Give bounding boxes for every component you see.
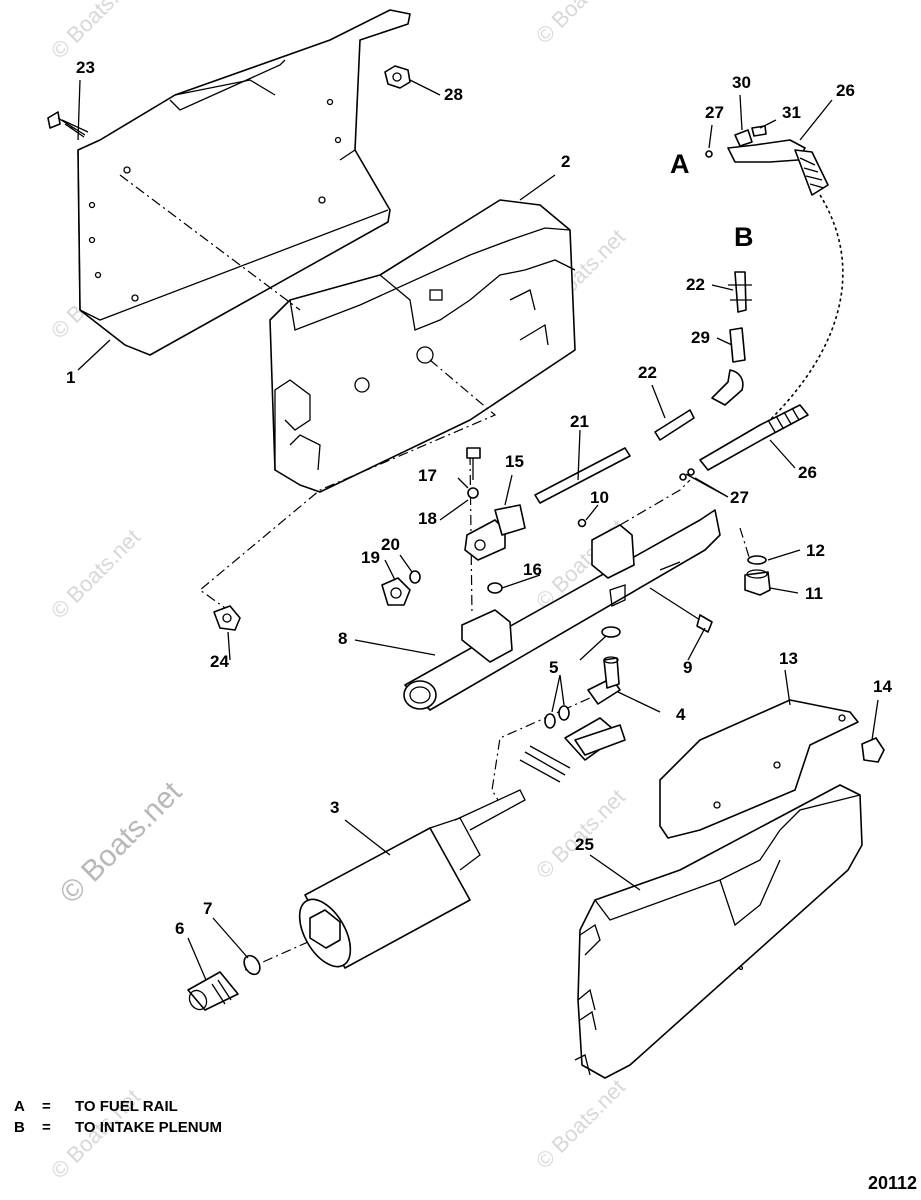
figure-code: 20112 [867,1173,917,1193]
o-ring-part-5-lower-a [544,713,556,729]
callout-21: 21 [570,412,589,431]
legend-key: B [14,1119,25,1136]
callout-13: 13 [779,649,798,668]
callout-29: 29 [691,328,710,347]
callout-18: 18 [418,509,437,528]
callout-19: 19 [361,548,380,567]
callout-27b: 27 [730,488,749,507]
watermark-large: © Boats.net [54,775,189,910]
screw-part-24 [213,605,241,631]
callout-12: 12 [806,541,825,560]
callout-22b: 22 [638,363,657,382]
housing-part-2 [269,199,576,493]
legend-equals: = [42,1098,51,1115]
bolt-part-17 [466,447,481,480]
hose-part-29 [711,327,746,406]
callout-10: 10 [590,488,609,507]
leader-lines [77,79,879,981]
tube-part-21 [534,447,631,504]
legend-equals: = [42,1119,51,1136]
fitting-part-22-lower [654,409,695,441]
nut-part-19 [381,577,411,606]
watermark: © Boats.net [46,524,145,623]
callout-5: 5 [549,658,558,677]
callout-1: 1 [66,368,75,387]
callout-25: 25 [575,835,594,854]
o-ring-part-12 [747,555,767,565]
fitting-part-6 [187,971,239,1011]
callout-30: 30 [732,73,751,92]
washer-part-7 [243,954,261,976]
o-ring-part-5-upper [601,626,621,638]
bleed-valve-part-9 [649,587,713,633]
plug-part-10 [577,518,587,528]
screw-part-31 [751,125,767,137]
callout-11: 11 [805,584,823,603]
elbow-fitting-part-4 [587,656,621,705]
callout-23: 23 [76,58,95,77]
screw-part-23 [47,111,89,138]
washer-part-20 [409,570,421,584]
fuel-rail-part-8 [403,509,721,711]
callout-22a: 22 [686,275,705,294]
legend-text: TO INTAKE PLENUM [75,1119,222,1136]
regulator-part-15 [464,504,526,561]
callout-28: 28 [444,85,463,104]
watermark: © Boats.net [531,1074,630,1173]
watermark: © Boats.net [46,0,145,64]
callout-3: 3 [330,798,339,817]
o-ring-part-5-lower-b [558,705,570,721]
callout-14: 14 [873,677,892,696]
fitting-part-22-upper [728,271,752,313]
callout-7: 7 [203,899,212,918]
bracket-part-1 [77,9,411,356]
callout-24: 24 [210,652,229,671]
callout-20: 20 [381,535,400,554]
legend-text: TO FUEL RAIL [75,1098,178,1115]
clip-part-30 [734,129,753,147]
callout-17: 17 [418,466,437,485]
legend-row-b: B = TO INTAKE PLENUM [14,1117,222,1138]
callout-labels: 23 28 1 2 27 30 31 26 A B 22 29 22 21 26… [66,58,892,938]
watermark: © Boats.net [531,0,630,49]
fuel-pump-part-3 [298,717,626,969]
legend: A = TO FUEL RAIL B = TO INTAKE PLENUM [14,1096,222,1138]
hose-fitting-part-26-lower [679,404,809,481]
callout-27a: 27 [705,103,724,122]
callout-2: 2 [561,152,570,171]
watermark: © Boats.net [531,784,630,883]
callout-6: 6 [175,919,184,938]
callout-9: 9 [683,658,692,677]
nut-part-28 [384,65,411,89]
hose-fitting-part-26-upper [705,139,829,196]
view-label-b: B [734,222,754,252]
callout-4: 4 [676,705,686,724]
cover-part-25 [574,784,863,1079]
callout-26a: 26 [836,81,855,100]
legend-key: A [14,1098,25,1115]
o-ring-part-16 [487,582,503,594]
callout-8: 8 [338,629,347,648]
callout-26b: 26 [798,463,817,482]
washer-part-18 [467,487,479,499]
callout-31: 31 [782,103,801,122]
view-label-a: A [670,149,690,179]
bracket-part-13 [659,699,859,839]
fuel-line-part-26 [769,194,844,421]
legend-row-a: A = TO FUEL RAIL [14,1096,222,1117]
nut-part-14 [861,737,885,763]
callout-15: 15 [505,452,524,471]
fitting-part-11 [744,569,771,596]
callout-16: 16 [523,560,542,579]
